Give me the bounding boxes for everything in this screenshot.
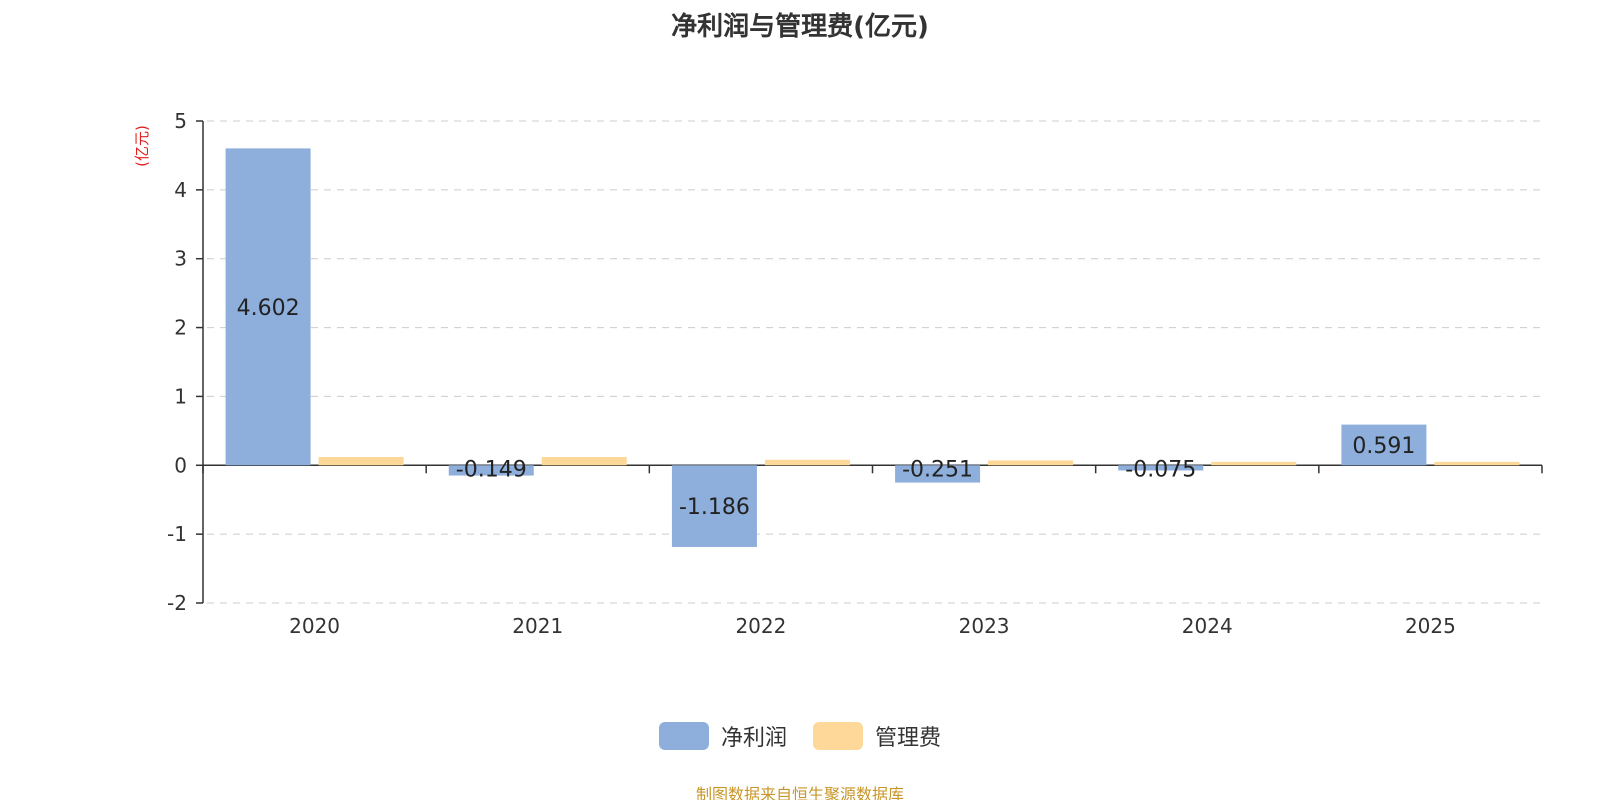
bar-net-profit: [1118, 465, 1204, 471]
data-label: -0.149: [456, 457, 527, 482]
y-tick-label: 0: [174, 453, 187, 477]
bar-admin-expense: [541, 457, 627, 466]
data-label: -0.251: [902, 457, 973, 482]
bar-net-profit: [1341, 424, 1427, 466]
bar-admin-expense: [1434, 461, 1520, 466]
data-label: -0.075: [1125, 457, 1196, 482]
y-tick-label: 4: [174, 178, 187, 202]
legend-swatch-admin-expense: [813, 722, 863, 750]
y-tick-label: -1: [167, 522, 187, 546]
y-tick-label: 2: [174, 316, 187, 340]
x-tick-label: 2021: [512, 614, 563, 638]
bar-admin-expense: [1211, 461, 1297, 466]
bar-net-profit: [448, 465, 534, 476]
legend-item-admin-expense[interactable]: 管理费: [813, 720, 941, 752]
y-tick-label: -2: [167, 591, 187, 615]
y-tick-label: 3: [174, 247, 187, 271]
bar-net-profit: [225, 148, 311, 466]
legend: 净利润 管理费: [0, 720, 1600, 752]
x-tick-label: 2020: [289, 614, 340, 638]
y-tick-label: 1: [174, 384, 187, 408]
chart-title: 净利润与管理费(亿元): [671, 12, 929, 42]
data-label: -1.186: [679, 495, 750, 520]
bar-admin-expense: [764, 459, 850, 466]
source-note: 制图数据来自恒生聚源数据库: [695, 785, 904, 800]
legend-label-admin-expense: 管理费: [875, 726, 942, 751]
legend-label-net-profit: 净利润: [720, 726, 787, 751]
legend-swatch-net-profit: [658, 722, 709, 750]
bar-net-profit: [671, 465, 757, 547]
x-tick-label: 2024: [1182, 614, 1233, 638]
bar-net-profit: [895, 465, 981, 483]
bar-admin-expense: [318, 457, 404, 466]
legend-item-net-profit[interactable]: 净利润: [658, 720, 787, 752]
data-label: 4.602: [237, 296, 300, 321]
bar-admin-expense: [988, 460, 1074, 466]
data-label: 0.591: [1352, 434, 1415, 459]
y-tick-label: 5: [174, 109, 187, 133]
x-tick-label: 2023: [959, 614, 1010, 638]
y-axis-label: (亿元): [133, 125, 151, 167]
x-tick-label: 2025: [1405, 614, 1456, 638]
x-tick-label: 2022: [735, 614, 786, 638]
